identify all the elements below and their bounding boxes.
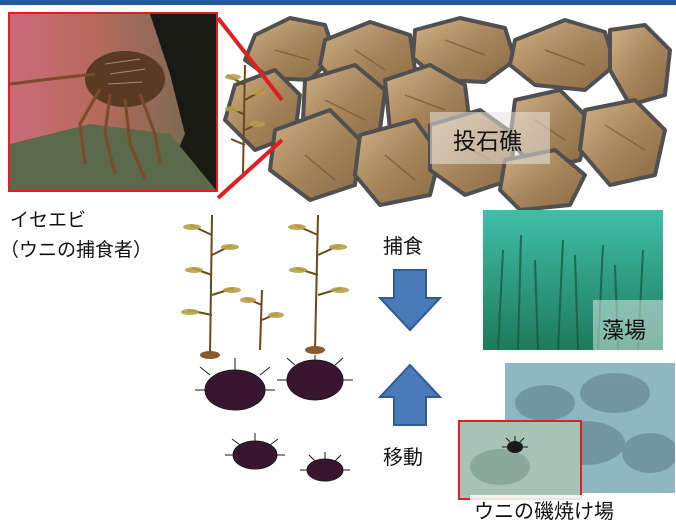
rock-13 <box>578 98 667 187</box>
artificial-reef-label: 投石礁 <box>453 129 522 155</box>
predation-label: 捕食 <box>383 234 423 258</box>
urchin-barren-inset-photo <box>458 420 582 500</box>
rock-14 <box>498 148 587 212</box>
rock-10 <box>353 118 442 207</box>
lobster-photo <box>8 12 218 192</box>
seaweed-bed-label: 藻場 <box>602 319 647 344</box>
rock-4 <box>508 18 617 92</box>
urchin-3 <box>225 433 285 470</box>
top-accent-bar <box>0 0 676 5</box>
seaweed-bed-photo <box>483 210 663 350</box>
seaweed-behind-lobster <box>225 64 265 174</box>
rock-3 <box>411 16 517 84</box>
down-arrow <box>378 269 442 332</box>
urchin-2 <box>277 355 353 401</box>
urchin-barren-label: ウニの磯焼け場 <box>470 495 618 524</box>
lobster-role-label: （ウニの捕食者） <box>0 239 153 261</box>
rock-9 <box>268 108 362 202</box>
rock-5 <box>608 23 672 107</box>
migration-label: 移動 <box>383 445 423 469</box>
callout-lines <box>216 16 284 200</box>
urchin-1 <box>195 358 275 411</box>
lobster-name-label: イセエビ <box>10 209 87 231</box>
up-arrow <box>378 363 442 426</box>
sea-urchins <box>195 355 353 482</box>
urchin-4 <box>300 452 350 482</box>
seaweed-group <box>181 214 349 359</box>
